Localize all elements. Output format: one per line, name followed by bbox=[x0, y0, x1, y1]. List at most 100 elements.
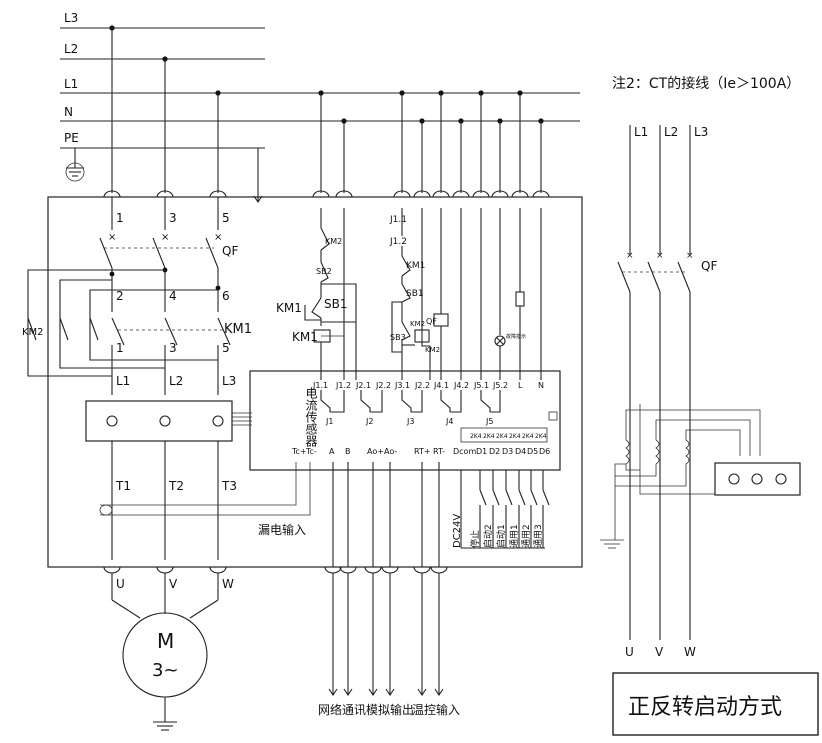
term-j3-1: J3.1 bbox=[394, 381, 410, 390]
mode-title: 正反转启动方式 bbox=[628, 695, 782, 720]
qf-pin-4: 4 bbox=[169, 289, 177, 303]
digital-input-switches bbox=[460, 470, 550, 549]
controller-io-labels: Tc+ Tc- A B Ao+ Ao- RT+ RT- Dcom D1 D2 D… bbox=[291, 447, 550, 456]
bus-junctions bbox=[109, 25, 544, 124]
svg-text:×: × bbox=[161, 232, 169, 243]
leakage-ct bbox=[99, 462, 311, 516]
res-1: 2K4 bbox=[470, 433, 482, 440]
top-terminals bbox=[103, 190, 550, 208]
ct-w: W bbox=[684, 645, 696, 659]
svg-text:×: × bbox=[214, 232, 222, 243]
di-start1: 启动1 bbox=[495, 524, 507, 548]
ctrl-j11: J1.1 bbox=[389, 215, 407, 225]
net-comm-label: 网络通讯 bbox=[318, 702, 366, 717]
io-a: A bbox=[329, 447, 335, 456]
io-ao-minus: Ao- bbox=[384, 447, 397, 456]
term-j5-1: J5.1 bbox=[473, 381, 489, 390]
qf-pin-1: 1 bbox=[116, 211, 124, 225]
ctrl-km1-coil: KM1 bbox=[292, 330, 318, 344]
km2-label-main: KM2 bbox=[22, 327, 44, 338]
io-d1: D1 bbox=[476, 447, 487, 456]
ct-u: U bbox=[625, 645, 634, 659]
svg-text:×: × bbox=[686, 251, 694, 261]
resistor-strip: 2K4 2K4 2K4 2K4 2K4 2K4 bbox=[460, 427, 548, 443]
di-gen2: 通用2 bbox=[521, 524, 532, 548]
ct-t3: T3 bbox=[221, 479, 237, 493]
ct-t2: T2 bbox=[168, 479, 184, 493]
di-start2: 启动2 bbox=[482, 524, 494, 548]
io-ao-plus: Ao+ bbox=[367, 447, 384, 456]
ctrl-km2: KM2 bbox=[325, 237, 342, 246]
leakage-input-label: 漏电输入 bbox=[258, 522, 306, 537]
ct-l2: L2 bbox=[664, 125, 678, 139]
ctrl-km2c: KM2 bbox=[410, 320, 425, 328]
di-stop: 停止 bbox=[469, 530, 481, 548]
reversing-wiring bbox=[27, 267, 231, 395]
ct-panel: × × × bbox=[600, 125, 801, 640]
term-j3-2: J2.2 bbox=[414, 381, 430, 390]
controller-terminal-labels: J1.1 J1.2 J2.1 J2.2 J3.1 J2.2 J4.1 J4.2 … bbox=[312, 381, 544, 390]
svg-text:×: × bbox=[656, 251, 664, 261]
fault-lamp-label: 故障指示 bbox=[506, 333, 526, 340]
io-tc-minus: Tc- bbox=[305, 447, 317, 456]
km1-pin-1: 1 bbox=[116, 341, 124, 355]
ctrl-j12: J1.2 bbox=[389, 237, 407, 247]
bus-label-pe: PE bbox=[64, 131, 79, 145]
bus-label-n: N bbox=[64, 105, 73, 119]
current-sensor-block bbox=[85, 400, 233, 442]
term-l: L bbox=[518, 381, 523, 390]
motor-m: M bbox=[157, 629, 174, 653]
controller-box bbox=[249, 370, 561, 471]
km1-pin-3: 3 bbox=[169, 341, 177, 355]
breaker-qf: × × × bbox=[99, 208, 222, 312]
ctrl-sb2: SB2 bbox=[316, 267, 332, 276]
temp-in-label: 温控输入 bbox=[412, 702, 460, 717]
ct-t1: T1 bbox=[115, 479, 131, 493]
relay-j5: J5 bbox=[485, 417, 493, 426]
out-l1: L1 bbox=[116, 374, 130, 388]
motor-terminals bbox=[103, 566, 227, 731]
term-n: N bbox=[538, 381, 544, 390]
out-l2: L2 bbox=[169, 374, 183, 388]
sensor-label-text: 电流传感器 bbox=[258, 387, 318, 448]
ct-qf: QF bbox=[701, 259, 717, 273]
bus-lines bbox=[60, 27, 580, 203]
ct-l1: L1 bbox=[634, 125, 648, 139]
term-j2-2: J2.2 bbox=[375, 381, 391, 390]
ctrl-qf: QF bbox=[426, 317, 437, 326]
analog-out-label: 模拟输出 bbox=[366, 702, 414, 717]
res-6: 2K4 bbox=[535, 433, 547, 440]
bus-label-l1: L1 bbox=[64, 77, 78, 91]
term-j2-1: J2.1 bbox=[355, 381, 371, 390]
ctrl-sb3: SB3 bbox=[390, 333, 406, 342]
km1-label-main: KM1 bbox=[224, 322, 252, 337]
di-gen1: 通用1 bbox=[509, 524, 520, 548]
res-4: 2K4 bbox=[509, 433, 521, 440]
relay-j4: J4 bbox=[445, 417, 453, 426]
term-j5-2: J5.2 bbox=[492, 381, 508, 390]
control-circuit bbox=[304, 208, 542, 380]
ctrl-sb1: SB1 bbox=[324, 297, 347, 311]
di-gen3: 通用3 bbox=[533, 524, 544, 548]
ctrl-km1: KM1 bbox=[276, 301, 302, 315]
io-rt-plus: RT+ bbox=[414, 447, 431, 456]
svg-text:×: × bbox=[626, 251, 634, 261]
qf-pin-5: 5 bbox=[222, 211, 230, 225]
motor-v: V bbox=[169, 577, 178, 591]
term-j4-1: J4.1 bbox=[433, 381, 449, 390]
term-j1-2: J1.2 bbox=[335, 381, 351, 390]
ct-l3: L3 bbox=[694, 125, 708, 139]
ctrl-km1b: KM1 bbox=[406, 261, 425, 271]
bus-drops bbox=[111, 28, 542, 193]
io-b: B bbox=[345, 447, 351, 456]
mode-title-box bbox=[612, 672, 819, 736]
term-j1-1: J1.1 bbox=[312, 381, 328, 390]
io-dcom: Dcom bbox=[453, 447, 476, 456]
io-tc-plus: Tc+ bbox=[291, 447, 307, 456]
ct-v: V bbox=[655, 645, 664, 659]
qf-pin-6: 6 bbox=[222, 289, 230, 303]
io-d4: D4 bbox=[515, 447, 526, 456]
cabinet-outline bbox=[47, 196, 583, 568]
bus-label-l2: L2 bbox=[64, 42, 78, 56]
